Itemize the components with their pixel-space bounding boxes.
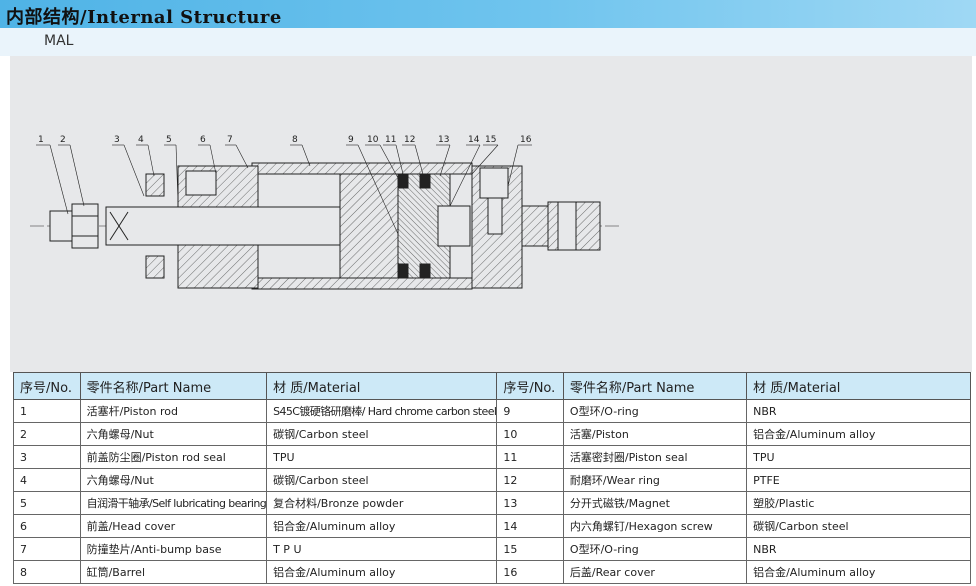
cylinder-drawing-svg: 1 2 3 4 5 6 7 8 9 10 11 12 13 14 15 16 [30,135,622,290]
part-material: 铝合金/Aluminum alloy [746,560,971,584]
part-no: 3 [13,445,81,469]
model-label: MAL [44,33,74,49]
part-no: 2 [13,422,81,446]
part-no: 11 [496,445,564,469]
section-title: 内部结构/Internal Structure [6,7,282,28]
part-name: 自润滑干轴承/Self lubricating bearing [79,491,268,515]
part-name: 内六角螺钉/Hexagon screw [562,514,748,538]
part-name: 缸筒/Barrel [79,560,268,584]
callout-10: 10 [367,135,379,145]
part-material: 碳钢/Carbon steel [746,514,971,538]
part-no: 16 [496,560,564,584]
part-material: TPU [746,445,971,469]
callout-7: 7 [227,135,233,145]
parts-table: 序号/No. 零件名称/Part Name 材 质/Material 序号/No… [13,372,971,584]
part-material: PTFE [746,468,971,492]
cylinder-cross-section-drawing: 1 2 3 4 5 6 7 8 9 10 11 12 13 14 15 16 [10,56,972,372]
table-row: 3 前盖防尘圈/Piston rod seal TPU 11 活塞密封圈/Pis… [13,445,971,469]
table-row: 5 自润滑干轴承/Self lubricating bearing 复合材料/B… [13,491,971,515]
part-name: 防撞垫片/Anti-bump base [79,537,268,561]
callout-13: 13 [438,135,449,145]
part-name: 活塞密封圈/Piston seal [562,445,748,469]
part-material: S45C镀硬铬研磨棒/ Hard chrome carbon steel [266,399,498,423]
part-no: 1 [13,399,81,423]
part-material: T P U [266,537,498,561]
part-name: O型环/O-ring [562,537,748,561]
part-name: 后盖/Rear cover [562,560,748,584]
part-no: 12 [496,468,564,492]
part-name: 六角螺母/Nut [79,422,268,446]
callout-14: 14 [468,135,480,145]
part-name: 耐磨环/Wear ring [562,468,748,492]
header-no-right: 序号/No. [496,372,564,400]
part-name: 前盖防尘圈/Piston rod seal [79,445,268,469]
part-material: 铝合金/Aluminum alloy [266,514,498,538]
header-no-left: 序号/No. [13,372,81,400]
title-bar: 内部结构/Internal Structure [0,0,976,28]
part-material: 碳钢/Carbon steel [266,422,498,446]
callout-1: 1 [38,135,44,145]
part-no: 8 [13,560,81,584]
part-no: 6 [13,514,81,538]
header-material-right: 材 质/Material [746,372,971,400]
callout-15: 15 [485,135,496,145]
part-material: NBR [746,537,971,561]
table-row: 6 前盖/Head cover 铝合金/Aluminum alloy 14 内六… [13,514,971,538]
table-row: 7 防撞垫片/Anti-bump base T P U 15 O型环/O-rin… [13,537,971,561]
part-material: TPU [266,445,498,469]
callout-9: 9 [348,135,354,145]
callout-16: 16 [520,135,532,145]
part-material: 塑胶/Plastic [746,491,971,515]
part-no: 14 [496,514,564,538]
header-material-left: 材 质/Material [266,372,498,400]
callout-12: 12 [404,135,415,145]
header-part-name-right: 零件名称/Part Name [562,372,748,400]
callout-11: 11 [385,135,396,145]
part-no: 9 [496,399,564,423]
part-name: O型环/O-ring [562,399,748,423]
callout-4: 4 [138,135,144,145]
part-no: 13 [496,491,564,515]
part-material: 铝合金/Aluminum alloy [746,422,971,446]
table-header-row: 序号/No. 零件名称/Part Name 材 质/Material 序号/No… [13,372,971,400]
part-no: 5 [13,491,81,515]
part-material: 碳钢/Carbon steel [266,468,498,492]
callout-3: 3 [114,135,120,145]
part-material: 铝合金/Aluminum alloy [266,560,498,584]
part-no: 10 [496,422,564,446]
part-material: NBR [746,399,971,423]
part-name: 六角螺母/Nut [79,468,268,492]
part-name: 活塞杆/Piston rod [79,399,268,423]
part-no: 7 [13,537,81,561]
table-row: 4 六角螺母/Nut 碳钢/Carbon steel 12 耐磨环/Wear r… [13,468,971,492]
piston-shape [339,173,399,279]
model-bar: MAL [0,28,976,56]
callout-5: 5 [166,135,172,145]
hex-nut-shape [71,203,99,249]
callout-2: 2 [60,135,66,145]
part-material: 复合材料/Bronze powder [266,491,498,515]
part-no: 4 [13,468,81,492]
part-name: 分开式磁铁/Magnet [562,491,748,515]
table-row: 8 缸筒/Barrel 铝合金/Aluminum alloy 16 后盖/Rea… [13,560,971,584]
table-row: 2 六角螺母/Nut 碳钢/Carbon steel 10 活塞/Piston … [13,422,971,446]
part-name: 活塞/Piston [562,422,748,446]
callout-6: 6 [200,135,206,145]
part-name: 前盖/Head cover [79,514,268,538]
part-no: 15 [496,537,564,561]
table-row: 1 活塞杆/Piston rod S45C镀硬铬研磨棒/ Hard chrome… [13,399,971,423]
callout-8: 8 [292,135,298,145]
header-part-name-left: 零件名称/Part Name [79,372,268,400]
